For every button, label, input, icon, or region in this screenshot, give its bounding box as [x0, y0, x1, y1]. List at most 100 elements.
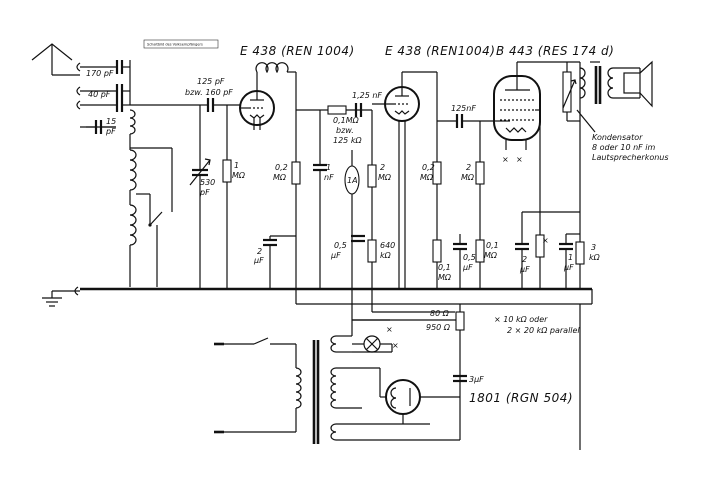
capacitor-15pf: 15 pF: [86, 117, 116, 136]
resistor-01mohm-b: 0,1 MΩ: [432, 239, 452, 282]
label-0-5-b: 0,5: [463, 253, 476, 262]
label-2-b-uf-num: 2: [522, 255, 527, 264]
label-1a: 1A: [347, 176, 358, 185]
label-0-2-b: 0,2: [422, 163, 435, 172]
antenna-symbol: [31, 43, 73, 75]
note-10k: × 10 kΩ oder: [494, 315, 548, 324]
tube1-label: E 438 (REN 1004): [240, 44, 355, 58]
label-1-uf-num: 1: [568, 253, 573, 262]
label-640: 640: [380, 241, 395, 250]
ground-rail: [42, 286, 592, 307]
heater-x-1: ×: [502, 155, 509, 164]
label-80-ohm: 80 Ω: [430, 309, 450, 318]
tube-e438-1: E 438 (REN 1004): [239, 44, 355, 130]
resistor-1mohm: 1 MΩ: [222, 105, 246, 289]
label-640-kohm: kΩ: [380, 251, 392, 260]
label-0-1mohm: 0,1MΩ: [333, 116, 360, 125]
capacitor-1uf: 1 µF: [559, 234, 574, 289]
label-15-pf: pF: [105, 127, 116, 136]
label-2-uf: µF: [253, 256, 264, 265]
label-bzw-160pf: bzw. 160 pF: [185, 88, 233, 97]
choke-1a: 1A: [344, 150, 360, 320]
input-coil: [129, 109, 173, 287]
resistor-80-950ohm: 80 Ω 950 Ω: [426, 309, 465, 376]
label-125pf: 125 pF: [197, 77, 225, 86]
capacitor-125pf: 125 pF bzw. 160 pF: [185, 77, 240, 112]
note-kondensator-2: 8 oder 10 nF im: [592, 143, 656, 152]
header-note-text: Schaltbild des Volksempfängers: [147, 43, 203, 47]
heater-x-2: ×: [516, 155, 523, 164]
lamp-x-1: ×: [386, 325, 393, 334]
label-2-b-uf: µF: [519, 265, 530, 274]
header-note: Schaltbild des Volksempfängers: [143, 39, 219, 49]
capacitor-2uf-b: 2 µF: [515, 212, 530, 289]
label-2-mohm: MΩ: [378, 173, 392, 182]
label-15: 15: [106, 117, 116, 126]
resistor-cross-marked: ×: [535, 234, 549, 289]
resistor-02mohm-b: 0,2 MΩ: [420, 161, 442, 185]
power-transformer: [295, 335, 460, 444]
label-530-pf: pF: [199, 188, 210, 197]
label-2-b: 2: [466, 163, 471, 172]
label-3uf: 3µF: [469, 375, 484, 384]
label-0-5: 0,5: [334, 241, 347, 250]
capacitor-40pf: 40 pF: [88, 84, 130, 99]
capacitor-0-5uf: 0,5 µF: [330, 234, 365, 260]
rectifier-tube: 1801 (RGN 504): [379, 368, 573, 440]
variable-capacitor-530pf: 530 pF: [189, 105, 215, 289]
label-2-b-mohm: MΩ: [461, 173, 475, 182]
label-0-1-b: 0,1: [438, 263, 451, 272]
label-0-2-b-mohm: MΩ: [420, 173, 434, 182]
resistor-2mohm: 2 MΩ: [367, 110, 392, 289]
label-1-nf-num: 1: [326, 163, 331, 172]
note-kondensator-1: Kondensator: [592, 133, 643, 142]
label-bzw: bzw.: [336, 126, 354, 135]
label-170pf: 170 pF: [86, 69, 114, 78]
label-3: 3: [591, 243, 596, 252]
label-0-5-b-uf: µF: [462, 263, 473, 272]
label-0-1-c: 0,1: [486, 241, 499, 250]
label-1-uf: µF: [563, 263, 574, 272]
resistor-01mohm: 0,1MΩ bzw. 125 kΩ: [320, 105, 372, 145]
cross-mark-right: ×: [542, 236, 549, 245]
mains-input: [214, 337, 297, 434]
label-0-1-b-mohm: MΩ: [438, 273, 452, 282]
capacitor-1nf: 1 nF: [313, 110, 334, 289]
note-kondensator-3: Lautsprecherkonus: [592, 153, 669, 162]
resistor-3kohm: 3 kΩ: [522, 211, 601, 265]
label-1-mohm: MΩ: [232, 171, 246, 180]
tube-e438-2: E 438 (REN1004): [372, 44, 495, 289]
label-0-1-c-mohm: MΩ: [484, 251, 498, 260]
note-2x20k: 2 × 20 kΩ parallel: [507, 326, 580, 335]
label-2-mohm-num: 2: [380, 163, 385, 172]
resistor-02mohm: 0,2 MΩ: [273, 109, 320, 185]
capacitor-170pf: 170 pF: [86, 60, 130, 78]
capacitor-2uf: 2 µF: [253, 235, 296, 289]
label-1-25nf: 1,25 nF: [352, 91, 382, 100]
lamp-x-2: ×: [392, 341, 399, 350]
loudspeaker: [623, 60, 653, 108]
tube-b443: × × B 443 (RES 174 d): [493, 44, 614, 235]
plate-coil-1: [255, 62, 297, 304]
label-1: 1: [234, 161, 239, 170]
label-2: 2: [257, 247, 262, 256]
label-40pf: 40 pF: [88, 90, 111, 99]
capacitor-3uf: 3µF: [453, 374, 484, 384]
rectifier-label: 1801 (RGN 504): [469, 391, 573, 405]
note-parallel: × 10 kΩ oder 2 × 20 kΩ parallel: [494, 315, 580, 335]
resistor-640kohm: 640 kΩ: [367, 239, 395, 263]
label-3-kohm: kΩ: [589, 253, 601, 262]
label-0-5-uf: µF: [330, 251, 341, 260]
resistor-2mohm-b: 2 MΩ: [461, 121, 485, 289]
output-transformer: [516, 61, 640, 289]
label-530: 530: [200, 178, 215, 187]
capacitor-1-25nf: 1,25 nF: [352, 91, 382, 117]
label-1-nf: nF: [324, 173, 334, 182]
capacitor-input: [115, 98, 130, 112]
label-0-2: 0,2: [275, 163, 288, 172]
tube3-label: B 443 (RES 174 d): [496, 44, 614, 58]
label-0-2-mohm: MΩ: [273, 173, 287, 182]
label-125nf: 125nF: [451, 104, 476, 113]
label-950-ohm: 950 Ω: [426, 323, 451, 332]
